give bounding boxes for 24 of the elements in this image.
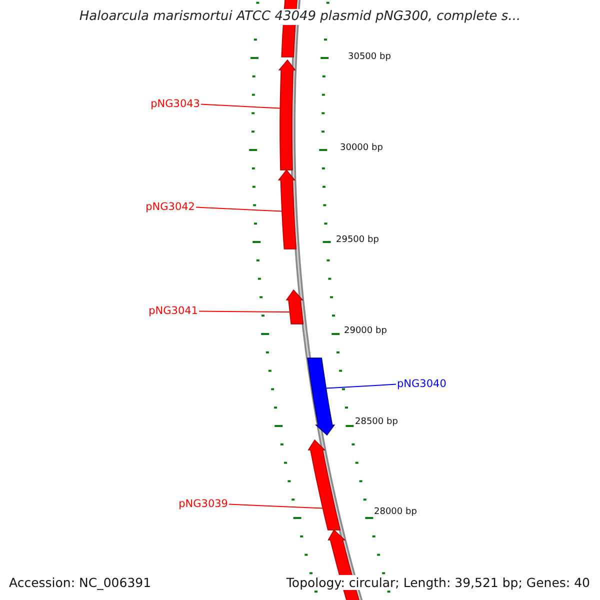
position-label: 30000 bp: [340, 143, 383, 154]
gene-block: [286, 289, 304, 324]
leader-line: [326, 384, 396, 389]
gene-label: pNG3041: [148, 305, 198, 318]
position-label: 28000 bp: [374, 507, 417, 518]
gene-block: [278, 169, 297, 250]
gene-block: [278, 59, 296, 170]
leader-line: [200, 104, 281, 109]
position-label: 30500 bp: [348, 52, 391, 63]
accession-text: Accession: NC_006391: [9, 575, 152, 590]
position-label: 29000 bp: [344, 326, 387, 337]
topology-text: Topology: circular; Length: 39,521 bp; Genes: 40: [286, 575, 590, 590]
leader-line: [196, 206, 282, 212]
leader-line: [198, 310, 290, 312]
title: Haloarcula marismortui ATCC 43049 plasmid pNG300, complete s...: [79, 9, 521, 25]
position-label: 28500 bp: [355, 417, 398, 428]
gene-block: [307, 358, 336, 436]
gene-block: [308, 439, 341, 530]
leader-line: [228, 504, 324, 509]
gene-label: pNG3042: [146, 201, 195, 214]
gene-label: pNG3040: [397, 378, 446, 391]
gene-label: pNG3043: [150, 98, 200, 111]
gene-label: pNG3039: [178, 498, 228, 511]
position-label: 29500 bp: [336, 235, 379, 246]
